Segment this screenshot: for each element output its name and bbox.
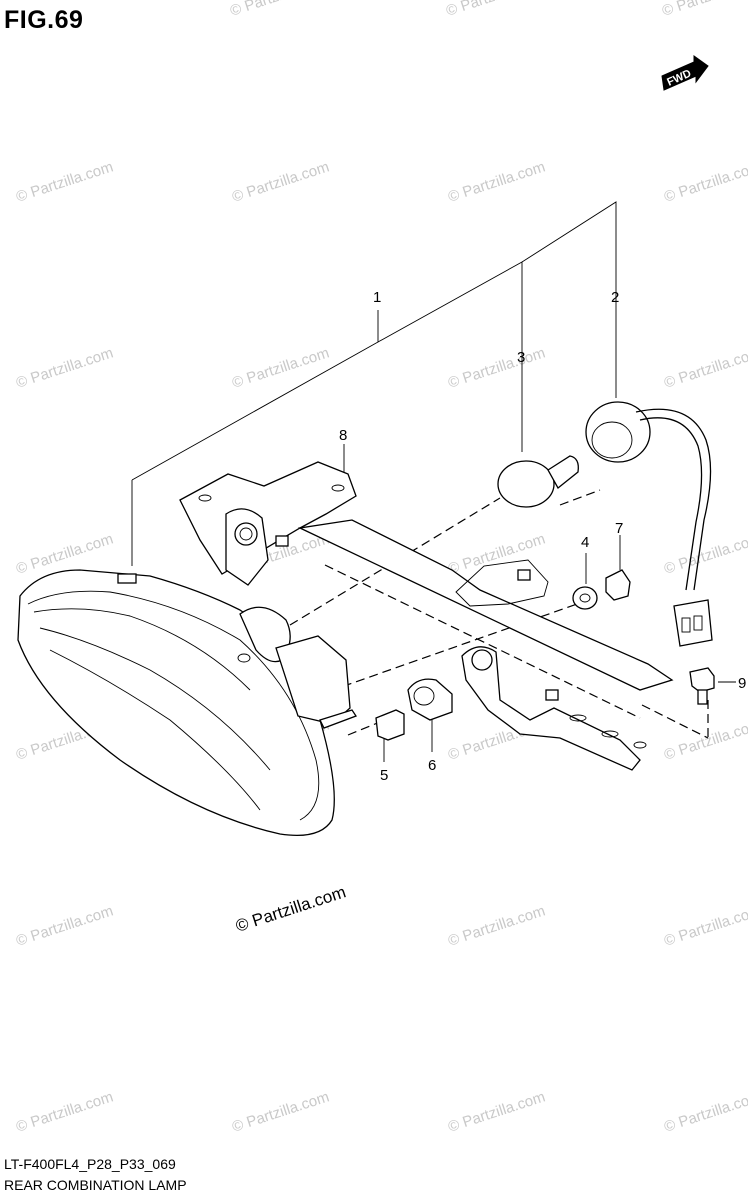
watermark-text: © Partzilla.com [230,1088,331,1135]
callout-2: 2 [611,289,619,306]
watermark-text: © Partzilla.com [444,0,545,20]
watermark-text: © Partzilla.com [228,0,329,20]
watermark-text: © Partzilla.com [14,1088,115,1135]
diagram-code: LT-F400FL4_P28_P33_069 [4,1156,176,1172]
fwd-arrow-icon: FWD [661,55,709,91]
callout-3: 3 [517,349,525,366]
watermark-text: © Partzilla.com [14,902,115,949]
socket-harness [585,401,713,647]
watermark-text: © Partzilla.com [662,1088,748,1135]
figure-title: FIG.69 [4,6,84,34]
watermark-text: © Partzilla.com [662,902,748,949]
watermark-text: © Partzilla.com [662,530,748,577]
bulb [497,455,579,508]
watermark-text: © Partzilla.com [662,716,748,763]
callout-8: 8 [339,427,347,444]
callouts: 1 2 3 4 5 6 7 8 9 [339,289,746,784]
callout-9: 9 [738,675,746,692]
bolt [689,667,715,705]
main-watermark: © Partzilla.com [233,882,348,935]
diagram-name: REAR COMBINATION LAMP [4,1177,187,1193]
nut [605,569,631,601]
cushion [375,709,405,741]
callout-1: 1 [373,289,381,306]
fwd-label: FWD [665,68,693,89]
watermark-text: © Partzilla.com [230,158,331,205]
callout-5: 5 [380,767,388,784]
watermark-text: © Partzilla.com [446,158,547,205]
watermark-layer: © Partzilla.com © Partzilla.com © Partzi… [14,0,748,1136]
watermark-text: © Partzilla.com [662,344,748,391]
washer [572,586,598,610]
rear-combination-lamp [17,569,357,837]
callout-6: 6 [428,757,436,774]
watermark-text: © Partzilla.com [446,530,547,577]
watermark-text: © Partzilla.com [14,344,115,391]
watermark-text: © Partzilla.com [230,344,331,391]
grommet [407,678,453,721]
watermark-text: © Partzilla.com [14,158,115,205]
watermark-text: © Partzilla.com [662,158,748,205]
lamp-bracket [179,461,674,771]
watermark-text: © Partzilla.com [660,0,748,20]
leader-lines [131,201,736,762]
callout-4: 4 [581,534,589,551]
watermark-text: © Partzilla.com [446,1088,547,1135]
watermark-text: © Partzilla.com [446,902,547,949]
callout-7: 7 [615,520,623,537]
watermark-text: © Partzilla.com [446,344,547,391]
